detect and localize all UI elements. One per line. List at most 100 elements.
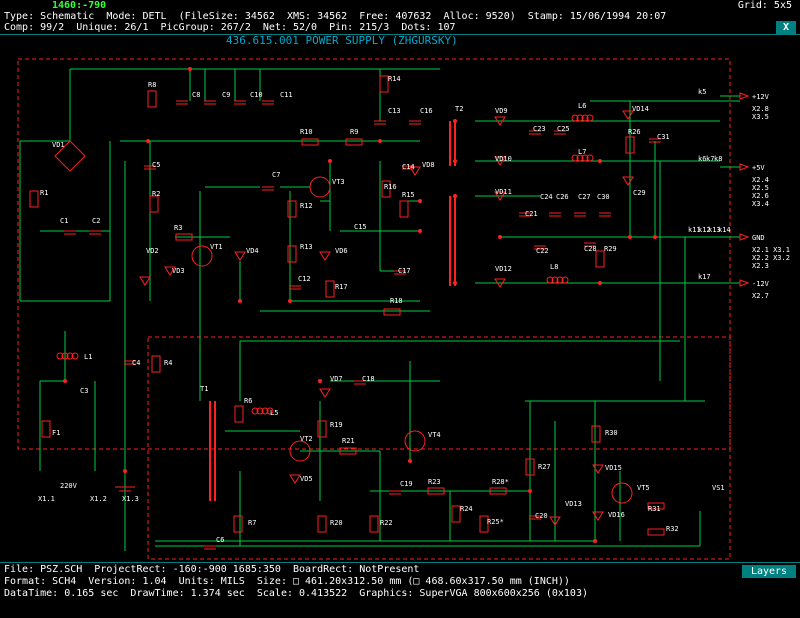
component-label: R25* — [487, 518, 504, 526]
layers-button[interactable]: Layers — [742, 565, 796, 578]
output-label: +12V — [752, 93, 770, 101]
file-info-line: Type: Schematic Mode: DETL (FileSize: 34… — [4, 11, 667, 22]
component-label: C3 — [80, 387, 88, 395]
output-label: +5V — [752, 164, 765, 172]
net-label: k7 — [706, 155, 714, 163]
output-pins: X2.5 — [752, 184, 769, 192]
component-label: VD3 — [172, 267, 185, 275]
component-label: C31 — [657, 133, 670, 141]
component-label: R3 — [174, 224, 182, 232]
component-label: VD12 — [495, 265, 512, 273]
timing-line: DataTime: 0.165 sec DrawTime: 1.374 sec … — [4, 588, 588, 599]
schematic-drawing: 436.615.001 POWER SUPPLY (ZHGURSKY) R8C8… — [17, 34, 790, 560]
component-label: C23 — [533, 125, 546, 133]
frame-control — [147, 336, 731, 560]
output-pins: X2.8 — [752, 105, 769, 113]
component-label: C9 — [222, 91, 230, 99]
net-label: k14 — [718, 226, 731, 234]
component-label: VD6 — [335, 247, 348, 255]
output-pins: X3.5 — [752, 113, 769, 121]
component-label: C30 — [597, 193, 610, 201]
component-label: R7 — [248, 519, 256, 527]
component-label: R18 — [390, 297, 403, 305]
top-status-bar: 1460:-790 Grid: 5x5 Type: Schematic Mode… — [0, 0, 800, 34]
close-button[interactable]: X — [776, 21, 796, 34]
bottom-status-bar: File: PSZ.SCH ProjectRect: -160:-900 168… — [0, 563, 800, 600]
net-label: k8 — [714, 155, 722, 163]
component-label: T1 — [200, 385, 208, 393]
component-label: VD7 — [330, 375, 343, 383]
component-label: VD9 — [495, 107, 508, 115]
component-label: R19 — [330, 421, 343, 429]
component-label: R26 — [628, 128, 641, 136]
component-label: C16 — [420, 107, 433, 115]
component-label: R9 — [350, 128, 358, 136]
component-label: C21 — [525, 210, 538, 218]
component-label: R29 — [604, 245, 617, 253]
component-label: R1 — [40, 189, 48, 197]
output-pins: X2.3 — [752, 262, 769, 270]
component-label: C8 — [192, 91, 200, 99]
component-label: VS1 — [712, 484, 725, 492]
component-label: R16 — [384, 183, 397, 191]
component-label: C22 — [536, 247, 549, 255]
component-label: R31 — [648, 505, 661, 513]
component-label: C19 — [400, 480, 413, 488]
component-label: C5 — [152, 161, 160, 169]
component-label: VD2 — [146, 247, 159, 255]
component-label: VT4 — [428, 431, 441, 439]
component-label: R13 — [300, 243, 313, 251]
component-label: VD11 — [495, 188, 512, 196]
component-label: R12 — [300, 202, 313, 210]
format-line: Format: SCH4 Version: 1.04 Units: MILS S… — [4, 576, 570, 587]
output-pins: X3.4 — [752, 200, 769, 208]
component-label: C20 — [535, 512, 548, 520]
component-label: C6 — [216, 536, 224, 544]
component-label: R30 — [605, 429, 618, 437]
net-label: k13 — [708, 226, 721, 234]
component-label: C18 — [362, 375, 375, 383]
component-label: L6 — [578, 102, 586, 110]
output-pins: X2.2 X3.2 — [752, 254, 790, 262]
input-label: 220V — [60, 482, 78, 490]
component-label: VT1 — [210, 243, 223, 251]
component-label: VD13 — [565, 500, 582, 508]
component-label: VD4 — [246, 247, 259, 255]
net-label: k12 — [698, 226, 711, 234]
component-label: R6 — [244, 397, 252, 405]
component-label: VD1 — [52, 141, 65, 149]
component-label: L7 — [578, 148, 586, 156]
frame-outer — [17, 58, 731, 450]
component-label: R17 — [335, 283, 348, 291]
component-label: R23 — [428, 478, 441, 486]
component-label: F1 — [52, 429, 60, 437]
input-label: X1.3 — [122, 495, 139, 503]
component-label: R21 — [342, 437, 355, 445]
component-label: R28* — [492, 478, 509, 486]
component-label: R32 — [666, 525, 679, 533]
component-label: C12 — [298, 275, 311, 283]
component-label: L5 — [270, 409, 278, 417]
component-label: C29 — [633, 189, 646, 197]
cursor-coordinates: 1460:-790 — [52, 0, 107, 11]
net-label: k6 — [698, 155, 706, 163]
component-label: VD8 — [422, 161, 435, 169]
component-label: VD14 — [632, 105, 649, 113]
component-label: C27 — [578, 193, 591, 201]
component-label: R14 — [388, 75, 401, 83]
net-label: k5 — [698, 88, 706, 96]
schematic-title: 436.615.001 POWER SUPPLY (ZHGURSKY) — [226, 35, 458, 47]
grid-size: Grid: 5x5 — [737, 0, 792, 11]
component-label: R15 — [402, 191, 415, 199]
parts — [29, 75, 665, 550]
component-label: C13 — [388, 107, 401, 115]
file-line: File: PSZ.SCH ProjectRect: -160:-900 168… — [4, 564, 420, 575]
output-pins: X2.7 — [752, 292, 769, 300]
output-pins: X2.1 X3.1 — [752, 246, 790, 254]
component-label: R24 — [460, 505, 473, 513]
wires — [19, 67, 740, 551]
net-label: k11 — [688, 226, 701, 234]
component-label: C10 — [250, 91, 263, 99]
input-label: X1.2 — [90, 495, 107, 503]
